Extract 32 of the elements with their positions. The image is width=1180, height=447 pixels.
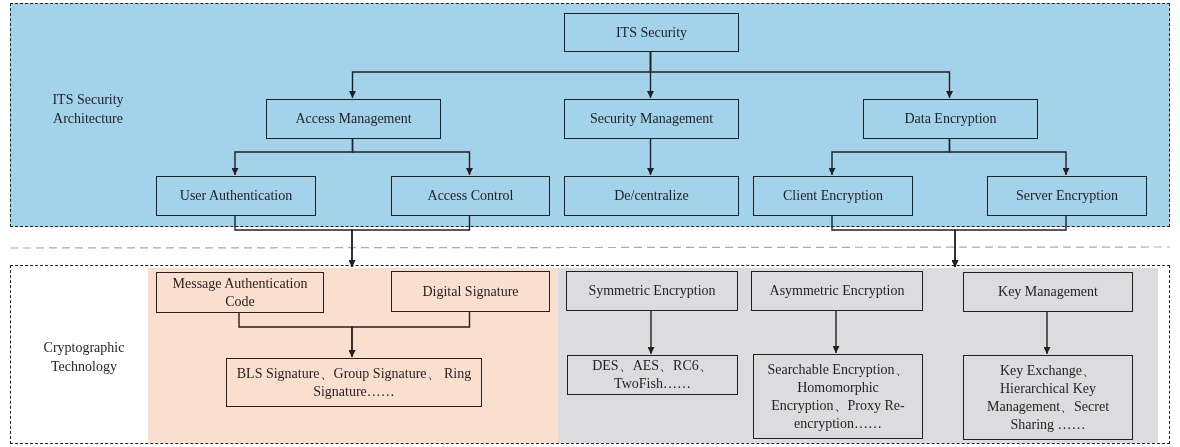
arrow (348, 214, 471, 268)
process-box: Server Encryption (987, 176, 1147, 216)
process-box: Key Management (963, 272, 1133, 312)
arrow (832, 309, 840, 354)
process-box: Searchable Encryption、 Homomorphic Encryption、Proxy Re-encryption…… (753, 354, 923, 439)
process-box: Digital Signature (391, 271, 550, 312)
arrow (951, 214, 1067, 268)
dashed-region (10, 3, 1170, 227)
process-box: Data Encryption (863, 99, 1038, 139)
process-box: User Authentication (156, 176, 316, 216)
arrow (948, 137, 1070, 176)
process-box: ITS Security (564, 13, 739, 52)
region-label: ITS Security Architecture (51, 91, 125, 128)
process-box: Access Management (266, 99, 441, 139)
process-box: Client Encryption (753, 176, 913, 216)
dashed-region (10, 265, 1170, 444)
process-box: Access Control (391, 176, 550, 216)
arrow (647, 137, 654, 176)
process-box: DES、AES、RC6、 TwoFish…… (567, 355, 738, 395)
process-box: Message Authentication Code (156, 272, 324, 313)
arrow (1043, 310, 1051, 355)
process-box: Security Management (564, 99, 739, 139)
process-box: Symmetric Encryption (566, 271, 738, 311)
region-label: Cryptographic Technology (42, 339, 126, 376)
arrow (649, 50, 953, 99)
process-box: De/centralize (564, 176, 739, 216)
arrow (348, 310, 471, 358)
process-box: BLS Signature、Group Signature、 Ring Signature…… (226, 358, 482, 407)
process-box: Asymmetric Encryption (751, 271, 923, 311)
arrow (351, 137, 473, 176)
process-box: Key Exchange、 Hierarchical Key Management、Secret Sharing …… (963, 355, 1133, 440)
arrow (647, 309, 655, 355)
